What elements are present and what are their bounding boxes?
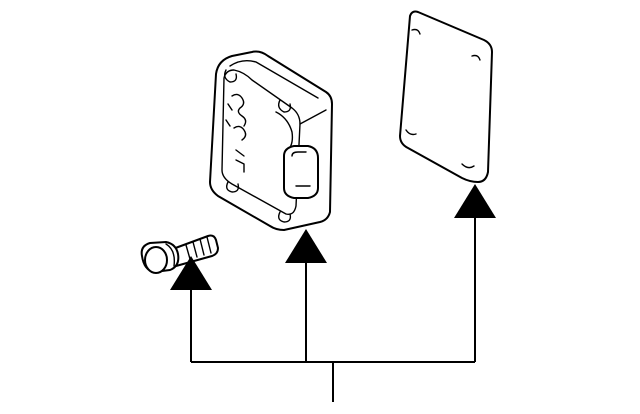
bolt-icon [140, 234, 219, 274]
leader-lines [190, 218, 476, 402]
control-module-icon [209, 50, 333, 231]
arrow-module-icon [285, 229, 327, 263]
arrow-bolt-icon [170, 256, 212, 290]
arrow-plate-icon [454, 184, 496, 218]
bracket-plate-icon [399, 10, 493, 183]
